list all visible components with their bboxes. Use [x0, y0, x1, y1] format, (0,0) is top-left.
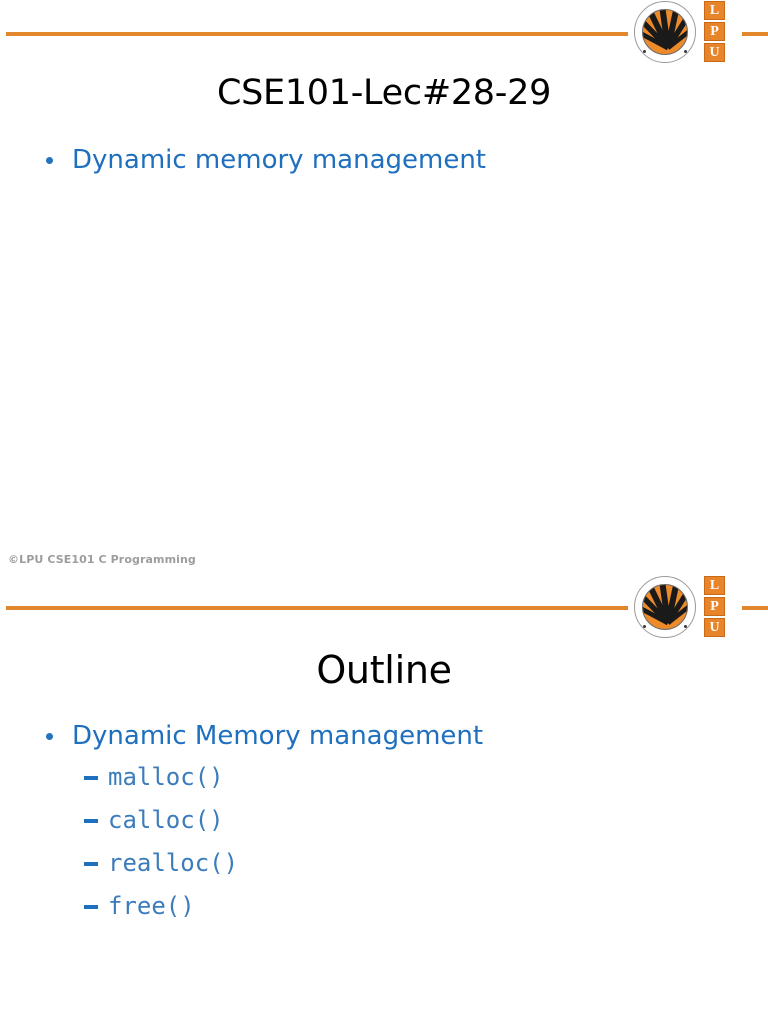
bullet-dash-icon [84, 862, 98, 866]
slide-2-title: Outline [316, 648, 452, 693]
bullet-dash-icon [84, 819, 98, 823]
lpu-letter-l: L [704, 576, 725, 595]
bullet-item: Dynamic memory management [0, 140, 768, 180]
bullet-dash-icon [84, 905, 98, 909]
bullet-text: Dynamic memory management [72, 145, 486, 175]
lpu-logo: L P U [634, 576, 740, 638]
bullet-text: Dynamic Memory management [72, 721, 484, 751]
sub-bullet-text: realloc() [108, 849, 239, 877]
bullet-dash-icon [84, 776, 98, 780]
lpu-seal-icon [634, 1, 696, 63]
slide-1-footer: ©LPU CSE101 C Programming [8, 553, 196, 566]
slide-1-body: Dynamic memory management [0, 140, 768, 180]
sub-bullet-item: realloc() [0, 842, 768, 885]
header-rule-left [6, 32, 628, 36]
sub-bullet-item: malloc() [0, 756, 768, 799]
header-rule-right [742, 32, 768, 36]
lpu-letter-stack: L P U [704, 1, 725, 64]
lpu-logo: L P U [634, 1, 740, 63]
lpu-letter-p: P [704, 597, 725, 616]
lpu-seal-disc [642, 9, 688, 55]
lpu-letter-l: L [704, 1, 725, 20]
sub-bullet-item: calloc() [0, 799, 768, 842]
lpu-seal-icon [634, 576, 696, 638]
lpu-seal-disc [642, 584, 688, 630]
header-rule-left [6, 606, 628, 610]
lpu-letter-u: U [704, 618, 725, 637]
slide-1-header: L P U [0, 0, 768, 70]
slide-1: L P U CSE101-Lec#28-29 Dynamic memory ma… [0, 0, 768, 566]
bullet-dot-icon [46, 157, 53, 164]
sub-bullet-text: calloc() [108, 806, 224, 834]
bullet-dot-icon [46, 733, 53, 740]
slide-2-header: L P U [0, 576, 768, 646]
sub-bullet-text: free() [108, 892, 195, 920]
slide-2: L P U Outline Dynamic Memory management … [0, 576, 768, 1024]
bullet-item: Dynamic Memory management [0, 716, 768, 756]
sub-bullet-item: free() [0, 885, 768, 928]
slide-1-title: CSE101-Lec#28-29 [216, 73, 552, 114]
slide-2-body: Dynamic Memory management malloc() callo… [0, 716, 768, 928]
lpu-letter-u: U [704, 43, 725, 62]
sub-bullet-text: malloc() [108, 763, 224, 791]
lpu-letter-stack: L P U [704, 576, 725, 639]
header-rule-right [742, 606, 768, 610]
lpu-letter-p: P [704, 22, 725, 41]
